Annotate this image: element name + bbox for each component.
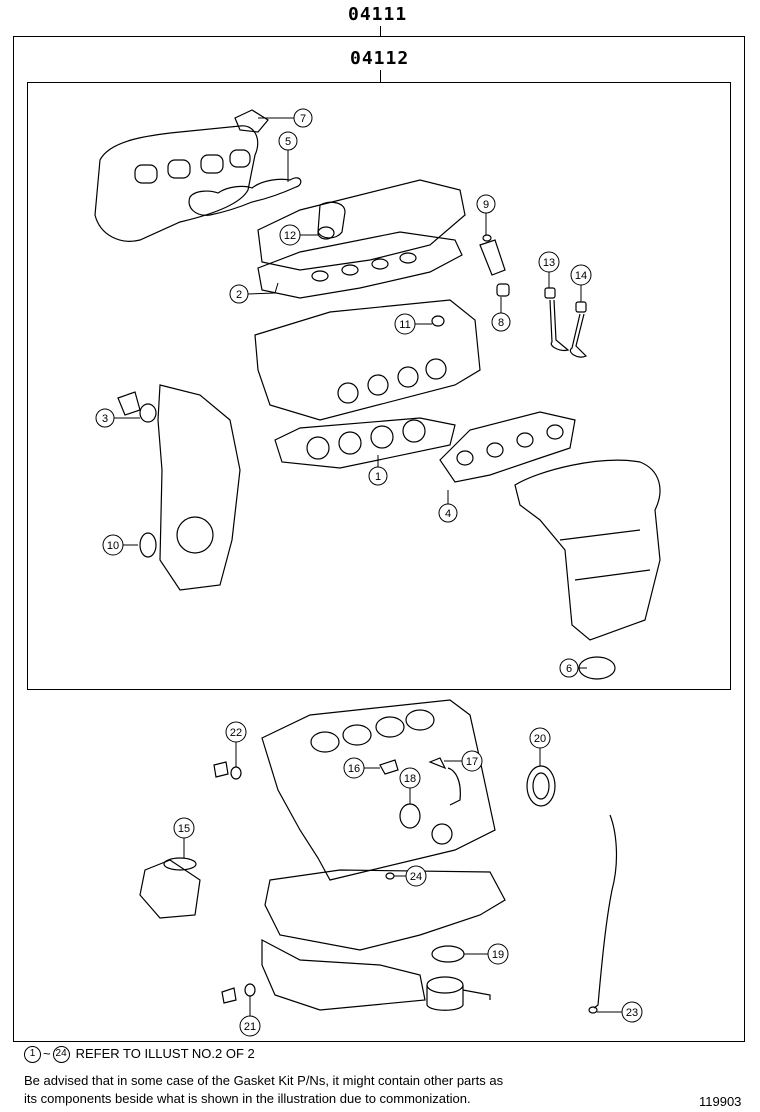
callout-21: 21 bbox=[239, 1015, 261, 1037]
svg-text:15: 15 bbox=[178, 823, 190, 835]
callout-13: 13 bbox=[538, 251, 560, 273]
part-callouts: 1 2 3 4 5 6 7 8 9 10 11 12 13 14 15 16 1… bbox=[95, 108, 643, 1037]
svg-text:10: 10 bbox=[107, 540, 119, 552]
oil-cooler-o-ring-drawing bbox=[431, 945, 465, 963]
callout-8: 8 bbox=[491, 312, 511, 332]
refer-tilde: ~ bbox=[43, 1046, 51, 1061]
callout-15: 15 bbox=[173, 817, 195, 839]
rear-crank-oil-seal-drawing bbox=[526, 765, 556, 807]
callout-4: 4 bbox=[438, 503, 458, 523]
cylinder-block-drawing bbox=[261, 699, 496, 881]
refer-end-number: 24 bbox=[52, 1045, 70, 1063]
cylinder-head-cover-drawing bbox=[257, 179, 466, 271]
svg-text:5: 5 bbox=[285, 136, 291, 148]
svg-text:2: 2 bbox=[236, 289, 242, 301]
svg-text:1: 1 bbox=[375, 471, 381, 483]
callout-24: 24 bbox=[405, 865, 427, 887]
callout-10: 10 bbox=[102, 534, 124, 556]
callout-12: 12 bbox=[279, 224, 301, 246]
inner-kit-number: 04112 bbox=[350, 48, 410, 69]
svg-text:22: 22 bbox=[230, 727, 242, 739]
plug-gasket-22-drawing bbox=[213, 761, 242, 780]
oil-cooler-drawing bbox=[426, 976, 491, 1011]
valve-stem-seals-drawing bbox=[544, 287, 588, 358]
svg-text:4: 4 bbox=[445, 508, 451, 520]
refer-note: 1 ~ 24 REFER TO ILLUST NO.2 OF 2 bbox=[24, 1045, 255, 1063]
front-crank-oil-seal-drawing bbox=[139, 532, 157, 558]
svg-text:24: 24 bbox=[410, 871, 422, 883]
svg-text:21: 21 bbox=[244, 1021, 256, 1033]
svg-text:9: 9 bbox=[483, 199, 489, 211]
callout-2: 2 bbox=[229, 284, 249, 304]
throttle-body-gasket-drawing bbox=[234, 109, 269, 133]
svg-text:19: 19 bbox=[492, 949, 504, 961]
timing-chain-cover-drawing bbox=[157, 384, 241, 591]
intake-manifold-gasket-drawing bbox=[188, 177, 302, 216]
callout-17: 17 bbox=[461, 750, 483, 772]
advisory-note-line-2: its components beside what is shown in t… bbox=[24, 1091, 471, 1106]
callout-11: 11 bbox=[394, 313, 416, 335]
spark-plug-tube-gaskets-drawing bbox=[311, 252, 417, 282]
callout-7: 7 bbox=[293, 108, 313, 128]
svg-text:7: 7 bbox=[300, 113, 306, 125]
cylinder-head-drawing bbox=[254, 299, 481, 421]
refer-text: REFER TO ILLUST NO.2 OF 2 bbox=[75, 1046, 255, 1061]
callout-22: 22 bbox=[225, 721, 247, 743]
callout-5: 5 bbox=[278, 131, 298, 151]
callout-1: 1 bbox=[368, 466, 388, 486]
svg-text:13: 13 bbox=[543, 257, 555, 269]
callout-20: 20 bbox=[529, 727, 551, 749]
svg-text:6: 6 bbox=[566, 663, 572, 675]
injector-seal-drawing bbox=[479, 234, 510, 297]
svg-text:16: 16 bbox=[348, 763, 360, 775]
svg-text:3: 3 bbox=[102, 413, 108, 425]
advisory-note-line-1: Be advised that in some case of the Gask… bbox=[24, 1073, 504, 1088]
inner-kit-leader bbox=[380, 70, 381, 82]
svg-text:11: 11 bbox=[399, 319, 410, 331]
intake-manifold-drawing bbox=[94, 125, 259, 242]
callout-18: 18 bbox=[399, 767, 421, 789]
callout-23: 23 bbox=[621, 1001, 643, 1023]
callout-16: 16 bbox=[343, 757, 365, 779]
head-cover-gasket-drawing bbox=[257, 231, 463, 299]
illustration-number: 119903 bbox=[699, 1094, 742, 1109]
outer-kit-frame bbox=[13, 36, 745, 1042]
callout-14: 14 bbox=[570, 264, 592, 286]
water-pump-drawing bbox=[139, 857, 201, 919]
dipstick-o-ring-drawing bbox=[588, 1006, 598, 1014]
callout-9: 9 bbox=[476, 194, 496, 214]
oil-level-gauge-guide-drawing bbox=[593, 814, 618, 1009]
exhaust-manifold-drawing bbox=[514, 459, 661, 641]
oil-pan-drawing bbox=[261, 869, 506, 1011]
callout-6: 6 bbox=[559, 658, 579, 678]
cylinder-head-gasket-drawing bbox=[274, 417, 456, 469]
svg-text:20: 20 bbox=[534, 733, 546, 745]
water-inlet-gasket-drawing bbox=[117, 391, 157, 423]
exhaust-manifold-gasket-drawing bbox=[439, 411, 576, 483]
svg-text:18: 18 bbox=[404, 773, 416, 785]
refer-start-number: 1 bbox=[24, 1045, 41, 1063]
svg-text:8: 8 bbox=[498, 317, 504, 329]
svg-text:14: 14 bbox=[575, 270, 587, 282]
inner-kit-frame bbox=[27, 82, 731, 690]
svg-text:23: 23 bbox=[626, 1007, 638, 1019]
svg-text:12: 12 bbox=[284, 230, 296, 242]
outer-kit-leader bbox=[380, 26, 381, 36]
svg-text:17: 17 bbox=[466, 756, 478, 768]
outer-kit-number: 04111 bbox=[348, 4, 408, 25]
callout-19: 19 bbox=[487, 943, 509, 965]
callout-3: 3 bbox=[95, 408, 115, 428]
